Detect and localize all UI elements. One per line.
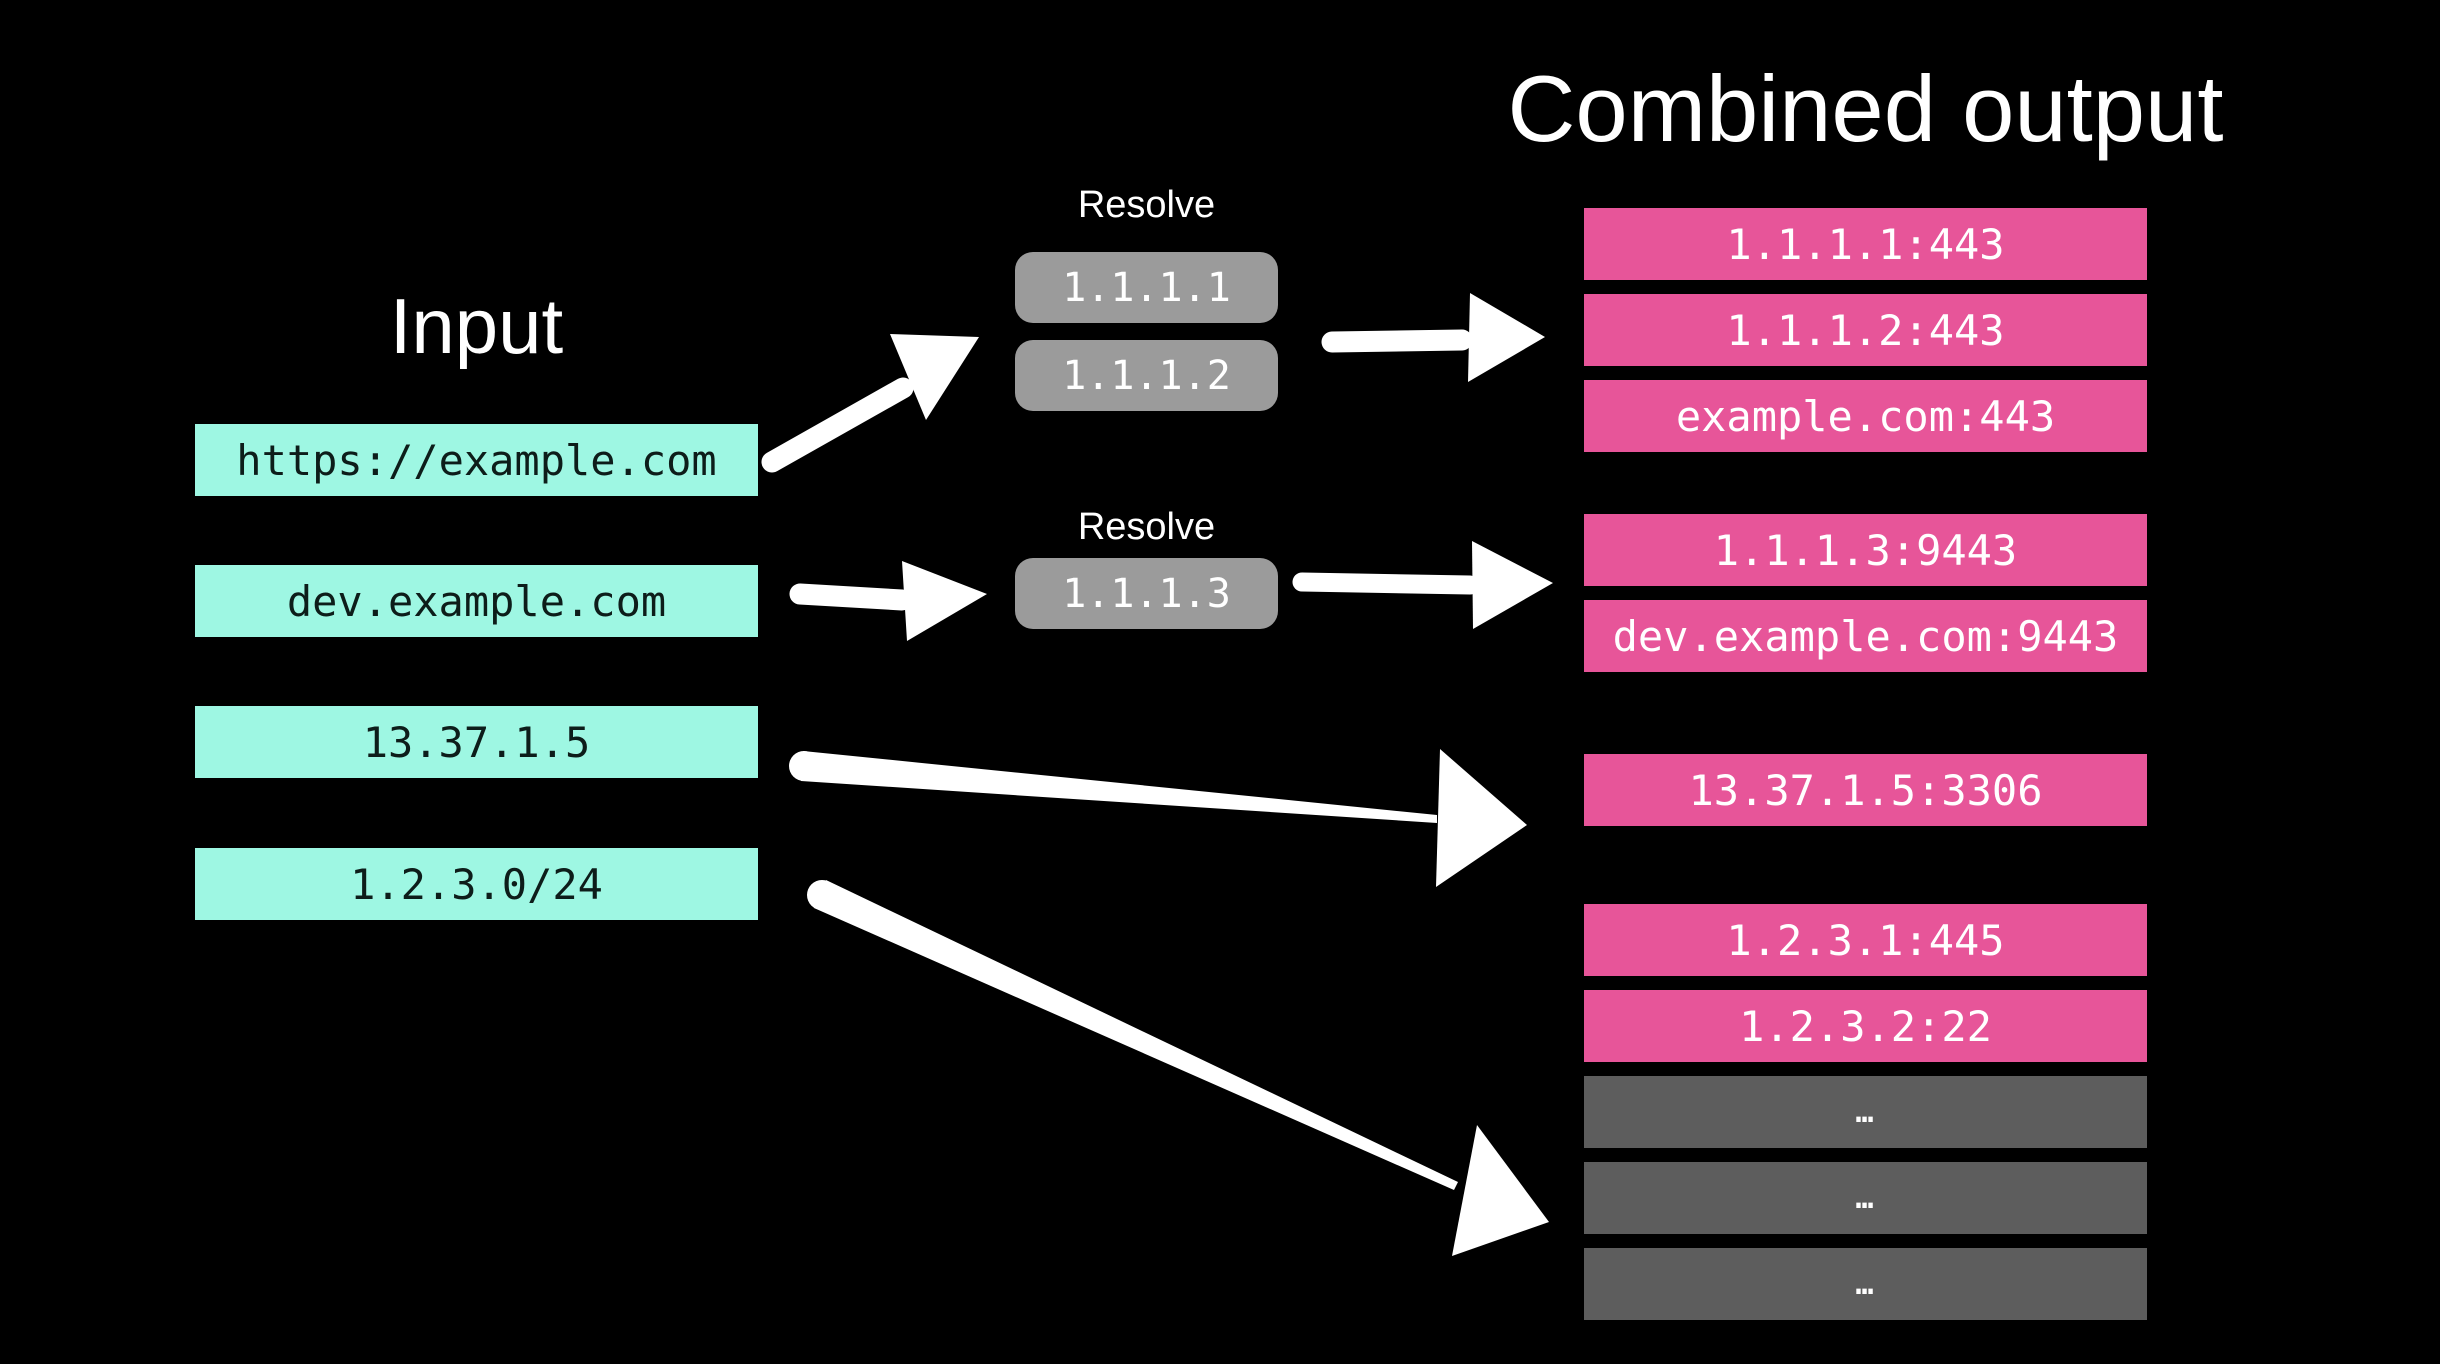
arrow-resolve1-to-output1 [1321,293,1545,382]
output-row-ellipsis: … [1584,1076,2147,1148]
output-row-ellipsis: … [1584,1248,2147,1320]
input-column-title: Input [389,282,564,370]
output-row-ellipsis: … [1584,1162,2147,1234]
output-row: dev.example.com:9443 [1584,600,2147,672]
resolve-title-1: Resolve [1077,184,1216,226]
resolved-ip-box: 1.1.1.2 [1015,340,1278,411]
arrow-input1-to-resolve1 [761,334,979,473]
input-box-url: https://example.com [195,424,758,496]
input-box-ip: 13.37.1.5 [195,706,758,778]
output-row: example.com:443 [1584,380,2147,452]
output-row: 13.37.1.5:3306 [1584,754,2147,826]
output-row: 1.1.1.3:9443 [1584,514,2147,586]
arrow-input3-to-output3 [789,749,1527,887]
input-box-cidr: 1.2.3.0/24 [195,848,758,920]
resolved-ip-box: 1.1.1.3 [1015,558,1278,629]
resolved-ip-box: 1.1.1.1 [1015,252,1278,323]
input-box-hostname: dev.example.com [195,565,758,637]
arrow-input2-to-resolve2 [789,561,987,641]
arrow-input4-to-output4 [807,880,1549,1256]
output-row: 1.2.3.2:22 [1584,990,2147,1062]
resolve-title-2: Resolve [1077,506,1216,548]
arrow-resolve2-to-output2 [1292,541,1553,629]
output-row: 1.2.3.1:445 [1584,904,2147,976]
output-row: 1.1.1.2:443 [1584,294,2147,366]
output-column-title: Combined output [1507,56,2224,161]
output-row: 1.1.1.1:443 [1584,208,2147,280]
